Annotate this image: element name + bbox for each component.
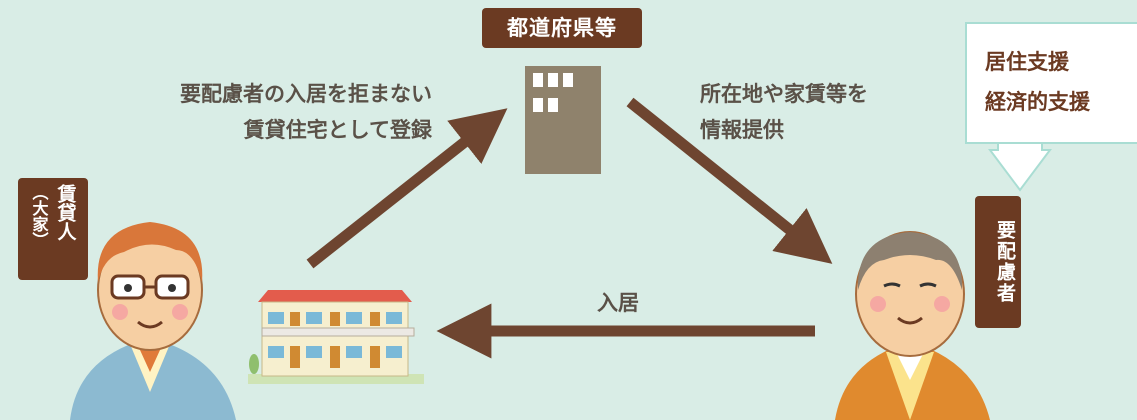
arrow-register	[306, 108, 508, 269]
government-building-icon	[525, 66, 601, 174]
landlord-label-main: 賃貸人	[54, 184, 77, 241]
registration-text: 要配慮者の入居を拒まない 賃貸住宅として登録	[180, 76, 432, 148]
landlord-label-sub: （大家）	[29, 184, 49, 248]
info-text: 所在地や家賃等を 情報提供	[700, 76, 868, 148]
registration-line-1: 要配慮者の入居を拒まない	[180, 82, 432, 106]
government-label: 都道府県等	[482, 8, 642, 48]
support-callout	[965, 22, 1137, 144]
apartment-building-icon	[248, 290, 424, 384]
landlord-person-icon	[70, 222, 236, 420]
support-text: 居住支援 経済的支援	[985, 42, 1090, 122]
support-callout-tail	[988, 141, 1052, 192]
needs-person-icon	[835, 231, 990, 420]
needs-person-label: 要配慮者	[975, 196, 1021, 328]
arrow-info	[626, 97, 833, 264]
support-line-2: 経済的支援	[985, 90, 1090, 114]
info-line-1: 所在地や家賃等を	[700, 82, 868, 106]
registration-line-2: 賃貸住宅として登録	[243, 118, 432, 142]
move-in-label: 入居	[597, 291, 639, 315]
support-line-1: 居住支援	[985, 50, 1069, 74]
landlord-label: 賃貸人 （大家）	[18, 178, 88, 280]
info-line-2: 情報提供	[700, 118, 784, 142]
